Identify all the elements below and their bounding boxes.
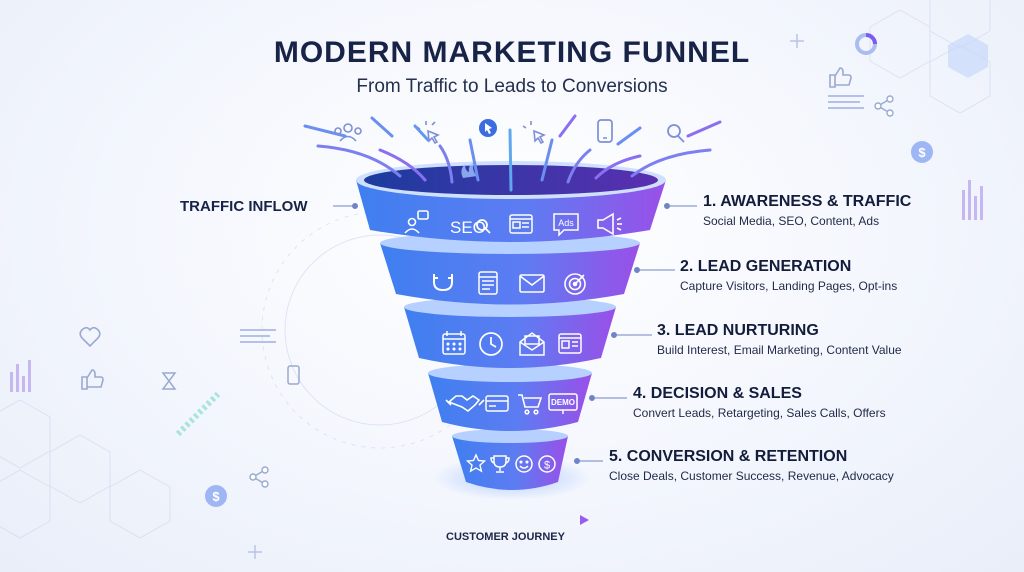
stage-3-heading: 3. LEAD NURTURING (657, 322, 819, 339)
mobile-decor-icon (287, 365, 300, 385)
funnel-band-3 (404, 297, 616, 368)
megaphone-icon (597, 212, 622, 236)
svg-text:$: $ (212, 489, 220, 504)
background-hexagon-icon (948, 34, 988, 78)
svg-text:$: $ (918, 145, 926, 160)
clock-icon (479, 332, 503, 356)
handshake-icon (445, 395, 485, 413)
stage-4-description: Convert Leads, Retargeting, Sales Calls,… (633, 406, 886, 420)
demo-icon: DEMO (548, 393, 578, 414)
envelope-icon (519, 274, 545, 293)
stage-5-heading: 5. CONVERSION & RETENTION (609, 448, 848, 465)
trend-arrow-decor-icon (175, 391, 221, 437)
dollar-badge-icon: $ (911, 141, 933, 163)
credit-card-icon (485, 395, 509, 412)
inflow-arrows (303, 114, 722, 192)
plus-decor-icon (248, 34, 804, 559)
funnel-band-5 (452, 429, 568, 490)
cart-icon (518, 394, 543, 415)
star-icon (465, 453, 487, 473)
bar-chart-decor-icon (10, 180, 983, 392)
calendar-icon (442, 331, 466, 355)
pie-chart-decor-icon (855, 33, 877, 55)
stage-2-description: Capture Visitors, Landing Pages, Opt-ins (680, 279, 898, 293)
dollar-coin-icon: $ (538, 455, 556, 473)
pointer-click-icon (416, 121, 440, 145)
smile-icon (515, 455, 533, 473)
magnet-icon (433, 274, 453, 292)
heart-icon (79, 326, 101, 348)
page-title: MODERN MARKETING FUNNEL (273, 36, 751, 69)
ads-icon: Ads (553, 213, 579, 237)
stage-1-description: Social Media, SEO, Content, Ads (703, 214, 880, 228)
webpage-icon (509, 214, 533, 234)
customer-journey-label: CUSTOMER JOURNEY (446, 531, 565, 543)
demo-text: DEMO (551, 398, 575, 407)
newsletter-icon (558, 333, 582, 354)
landing-page-icon (478, 271, 498, 295)
traffic-inflow-label: TRAFFIC INFLOW (180, 198, 308, 215)
target-icon (564, 273, 586, 295)
stage-3-description: Build Interest, Email Marketing, Content… (657, 343, 902, 357)
seo-icon: SEO (450, 218, 491, 237)
search-icon (667, 124, 685, 143)
users-icon (404, 210, 429, 234)
customer-journey-arrow (436, 515, 589, 525)
users-icon (334, 123, 362, 142)
open-mail-icon (519, 332, 545, 356)
svg-text:$: $ (544, 460, 550, 472)
mobile-icon (597, 119, 613, 143)
share-icon (249, 95, 894, 488)
label-connectors (333, 203, 697, 464)
funnel-band-2 (380, 232, 640, 305)
hourglass-icon (161, 372, 177, 390)
stage-4-heading: 4. DECISION & SALES (633, 385, 802, 402)
trophy-icon (490, 455, 510, 473)
stage-5-description: Close Deals, Customer Success, Revenue, … (609, 469, 894, 483)
funnel (356, 161, 666, 490)
funnel-band-4 (428, 364, 592, 431)
cursor-icon (479, 119, 497, 137)
ads-text: Ads (558, 218, 574, 228)
page-subtitle: From Traffic to Leads to Conversions (356, 76, 668, 97)
stage-2-heading: 2. LEAD GENERATION (680, 258, 852, 275)
dollar-badge-icon: $ (205, 485, 227, 507)
stage-1-heading: 1. AWARENESS & TRAFFIC (703, 193, 912, 210)
click-icon (522, 121, 546, 145)
text-lines-decor-icon (240, 95, 864, 343)
thumbs-up-icon (81, 67, 852, 390)
